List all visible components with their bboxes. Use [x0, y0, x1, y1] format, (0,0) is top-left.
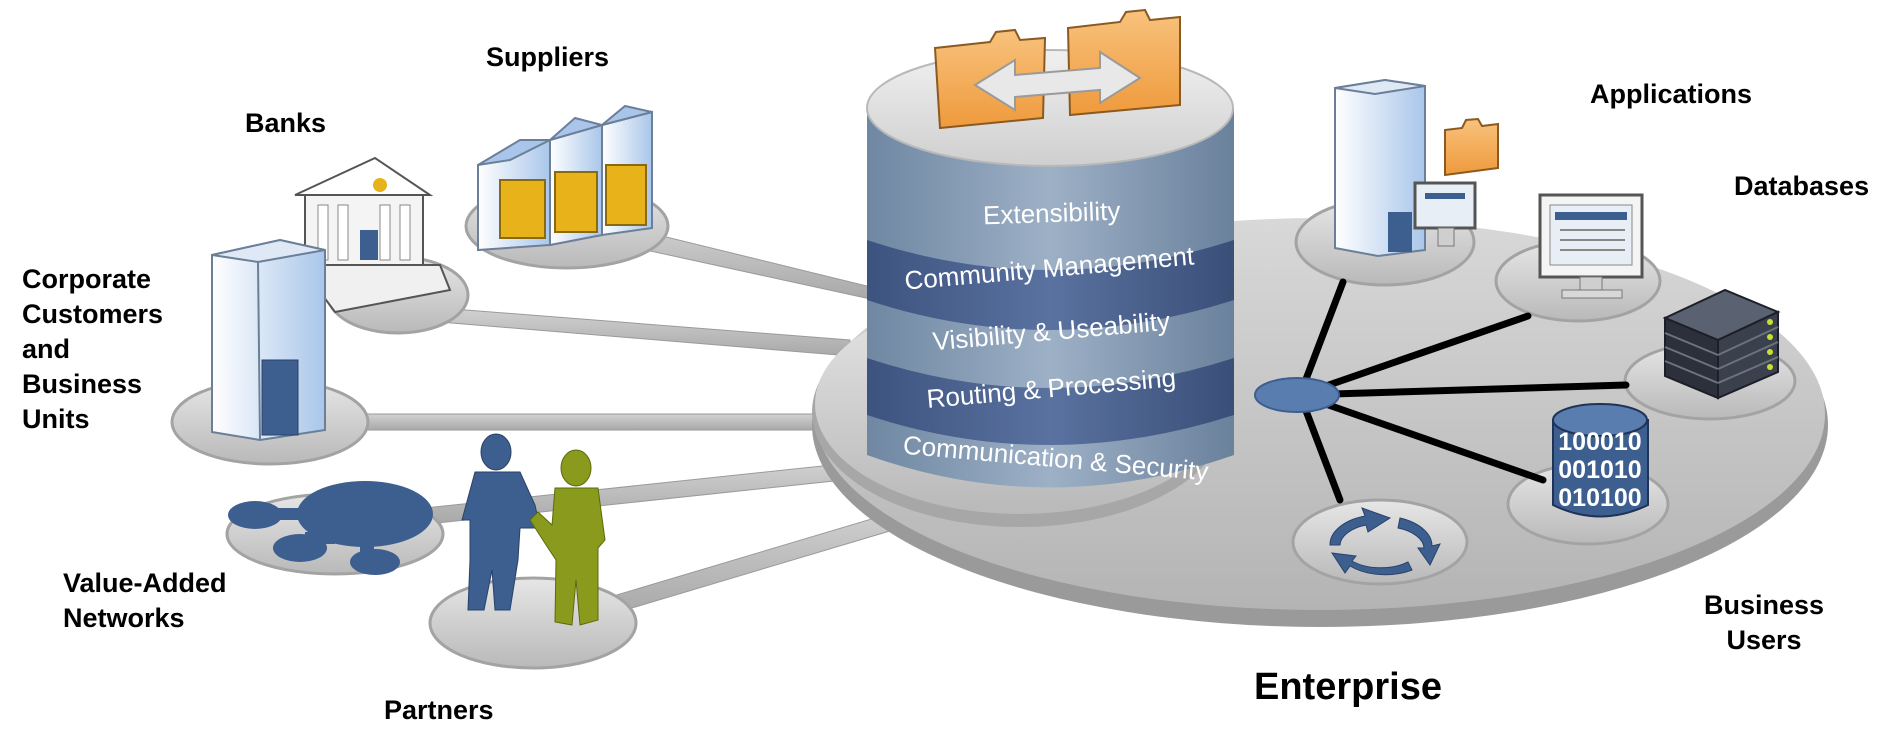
partner-figure-green: [529, 449, 606, 626]
label-value-added: Value-Added Networks: [63, 566, 227, 636]
label-partners: Partners: [384, 695, 494, 725]
label-value-added-line: Value-Added: [63, 568, 227, 598]
folder-exchange-icon: [933, 8, 1181, 130]
spoke-applications: [1296, 278, 1347, 399]
label-corporate: Corporate Customers and Business Units: [22, 262, 163, 437]
connector-corporate: [354, 413, 831, 431]
office-building-icon: [211, 238, 326, 442]
label-enterprise: Enterprise: [1254, 666, 1442, 708]
label-business-users-line: Users: [1726, 625, 1802, 655]
hub-node: [1254, 377, 1340, 413]
warehouse-icon: [477, 104, 653, 252]
spoke-databases: [1296, 312, 1532, 399]
refresh-cycle-icon: [1329, 507, 1441, 576]
network-hub-icon: [228, 481, 433, 575]
binary-row: 100010: [1558, 428, 1641, 456]
spoke-binary-db: [1296, 391, 1547, 484]
connector-banks: [439, 307, 851, 357]
label-corporate-line: and: [22, 334, 71, 364]
enterprise-spokes: [1296, 278, 1630, 504]
label-business-users: Business Users: [1700, 588, 1828, 658]
binary-row: 001010: [1558, 456, 1641, 484]
label-applications: Applications: [1590, 79, 1753, 109]
bank-icon: [294, 156, 452, 314]
disc-partners: [428, 576, 638, 670]
label-corporate-line: Units: [22, 404, 90, 434]
disc-business-users: [1291, 498, 1469, 586]
label-databases: Databases: [1734, 171, 1870, 201]
connector-bars: [354, 221, 921, 617]
stack-layer-label: Extensibility: [983, 196, 1121, 231]
integration-stack: Extensibility Community Management Visib…: [866, 49, 1234, 488]
label-suppliers: Suppliers: [486, 42, 610, 72]
label-value-added-line: Networks: [63, 603, 185, 633]
spoke-servers: [1296, 381, 1630, 399]
label-banks: Banks: [245, 108, 327, 138]
label-corporate-line: Customers: [22, 299, 164, 329]
connector-partners: [599, 505, 921, 617]
binary-row: 010100: [1558, 484, 1641, 512]
server-rack-icon: [1662, 288, 1781, 400]
label-corporate-line: Business: [22, 369, 143, 399]
label-business-users-line: Business: [1703, 590, 1825, 620]
partner-figure-blue: [461, 433, 541, 611]
monitor-icon: [1538, 193, 1644, 299]
app-server-icon: [1334, 78, 1499, 258]
binary-database-icon: 100010 001010 010100: [1552, 403, 1649, 518]
label-corporate-line: Corporate: [22, 264, 152, 294]
handshake-icon: [461, 433, 606, 626]
